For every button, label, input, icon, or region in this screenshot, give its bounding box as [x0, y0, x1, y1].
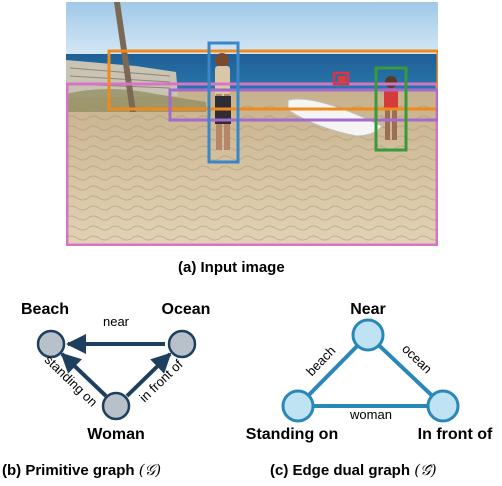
float	[338, 76, 346, 82]
edge-label-near: near	[103, 314, 130, 329]
caption-dual-graph-text: (c) Edge dual graph	[270, 462, 411, 479]
dual-edge-label-woman: woman	[349, 407, 392, 422]
caption-dual-graph: (c) Edge dual graph (𝒢̂)	[270, 461, 437, 479]
caption-primitive-graph-symbol: (𝒢)	[138, 461, 162, 479]
girl	[384, 76, 398, 140]
dual-edge-beach	[296, 333, 370, 408]
dual-edge-label-beach: beach	[303, 343, 338, 379]
bbox-purple	[168, 88, 438, 122]
bbox-blue-woman	[207, 41, 240, 164]
caption-dual-graph-symbol: (𝒢̂)	[414, 461, 437, 479]
dual-label-standing-on: Standing on	[246, 426, 338, 443]
dual-node-in-front-of	[426, 389, 460, 423]
label-ocean: Ocean	[162, 301, 211, 318]
dual-label-near: Near	[350, 301, 386, 318]
caption-primitive-graph: (b) Primitive graph (𝒢)	[2, 461, 161, 479]
dual-graph: Near Standing on In front of beach ocean…	[246, 301, 493, 443]
node-beach	[36, 329, 66, 359]
node-ocean	[167, 329, 197, 359]
primitive-graph: Beach Ocean Woman near standing on in fr…	[21, 301, 210, 443]
bbox-red-float	[332, 71, 350, 86]
input-image	[66, 2, 438, 246]
bbox-pink-beach	[66, 82, 438, 246]
dual-edge-ocean	[366, 333, 445, 408]
label-beach: Beach	[21, 301, 69, 318]
bbox-orange-ocean	[107, 49, 438, 111]
caption-primitive-graph-text: (b) Primitive graph	[2, 462, 135, 479]
edge-standing-on	[60, 352, 108, 398]
dual-node-standing-on	[281, 389, 315, 423]
dual-label-in-front-of: In front of	[418, 426, 493, 443]
bbox-green-girl	[374, 66, 408, 152]
node-woman	[101, 391, 131, 421]
label-woman: Woman	[87, 426, 144, 443]
caption-input-image: (a) Input image	[178, 259, 285, 276]
sky	[66, 2, 438, 58]
edge-in-front-of	[125, 352, 172, 398]
dual-node-near	[351, 318, 385, 352]
